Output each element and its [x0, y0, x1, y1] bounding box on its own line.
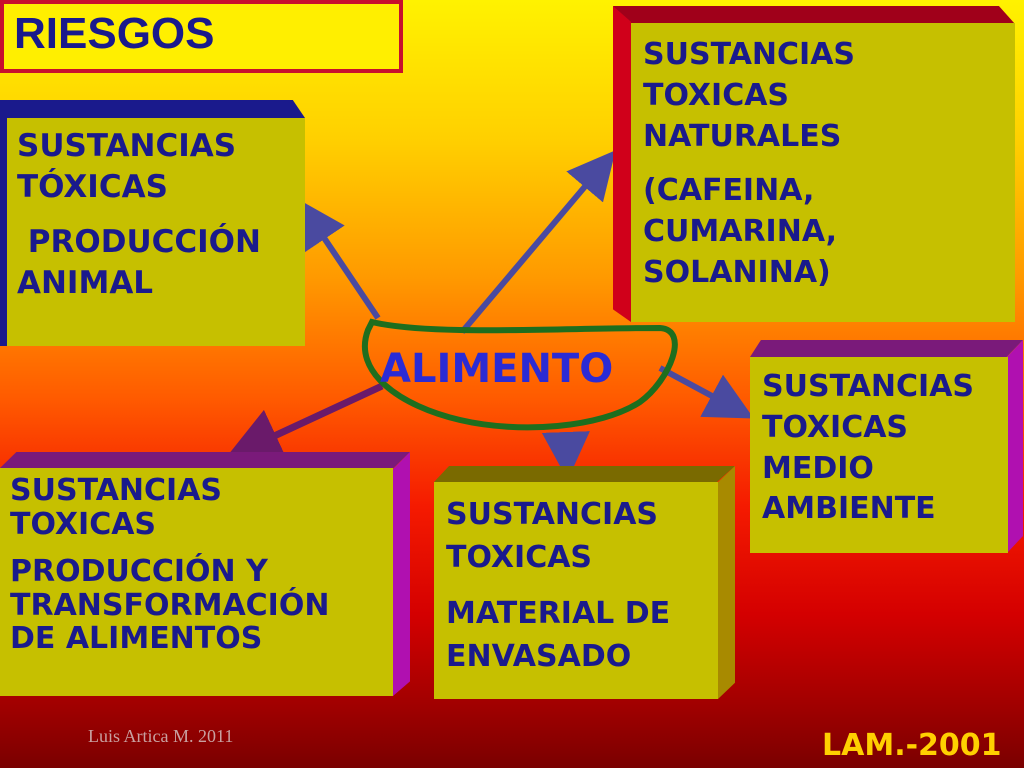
- box-face: SUSTANCIAS TOXICAS PRODUCCIÓN Y TRANSFOR…: [0, 468, 393, 696]
- box-text: ANIMAL: [17, 264, 154, 301]
- arrow-to-envasado: [541, 431, 590, 480]
- box-top-edge: [0, 100, 305, 118]
- footer-code: LAM.-2001: [822, 728, 1002, 763]
- box-text: TOXICAS: [446, 539, 593, 575]
- center-label-alimento: ALIMENTO: [380, 346, 614, 392]
- box-text: PRODUCCIÓN Y: [10, 554, 268, 590]
- box-side-edge: [393, 452, 410, 696]
- box-side-edge: [1007, 340, 1023, 553]
- box-text: AMBIENTE: [762, 491, 936, 527]
- box-face: SUSTANCIAS TOXICAS MEDIO AMBIENTE: [750, 357, 1008, 553]
- slide-title: RIESGOS: [14, 9, 215, 58]
- box-top-edge: [613, 6, 1015, 24]
- box-face: SUSTANCIAS TOXICAS MATERIAL DE ENVASADO: [434, 482, 718, 699]
- box-text: PRODUCCIÓN: [17, 223, 261, 260]
- box-text: TRANSFORMACIÓN: [10, 587, 330, 623]
- arrow-to-naturales: [459, 150, 616, 334]
- box-top-edge: [0, 452, 410, 468]
- box-text: MATERIAL DE: [446, 596, 671, 632]
- box-text: SUSTANCIAS: [17, 128, 237, 164]
- box-text: TOXICAS: [762, 409, 909, 445]
- box-face: SUSTANCIAS TOXICAS NATURALES (CAFEINA, C…: [631, 23, 1015, 322]
- box-naturales: SUSTANCIAS TOXICAS NATURALES (CAFEINA, C…: [613, 6, 1015, 322]
- box-side-edge: [0, 100, 8, 346]
- box-text: SOLANINA): [643, 254, 831, 290]
- box-side-edge: [718, 466, 735, 699]
- box-text: SUSTANCIAS: [762, 369, 975, 404]
- box-text: SUSTANCIAS: [446, 497, 659, 532]
- arrow-to-medio: [658, 365, 754, 419]
- box-envasado: SUSTANCIAS TOXICAS MATERIAL DE ENVASADO: [434, 466, 735, 699]
- footer-author: Luis Artica M. 2011: [88, 726, 234, 746]
- box-text: SUSTANCIAS: [643, 37, 856, 72]
- box-text: TOXICAS: [10, 506, 157, 542]
- box-medio-ambiente: SUSTANCIAS TOXICAS MEDIO AMBIENTE: [750, 340, 1023, 553]
- arrow-to-transformacion: [224, 382, 384, 461]
- box-side-edge: [613, 6, 631, 322]
- alimento-outline: [361, 318, 678, 431]
- box-text: CUMARINA,: [643, 214, 837, 250]
- box-text: SUSTANCIAS: [10, 473, 223, 508]
- box-transformacion: SUSTANCIAS TOXICAS PRODUCCIÓN Y TRANSFOR…: [0, 452, 410, 696]
- arrow-to-animal: [297, 199, 381, 320]
- box-text: TÓXICAS: [17, 168, 168, 205]
- title-box: RIESGOS: [0, 0, 403, 73]
- box-text: ENVASADO: [446, 638, 632, 674]
- box-text: (CAFEINA,: [643, 173, 815, 209]
- box-produccion-animal: SUSTANCIAS TÓXICAS PRODUCCIÓN ANIMAL: [0, 100, 305, 346]
- box-text: DE ALIMENTOS: [10, 621, 263, 657]
- box-text: NATURALES: [643, 118, 842, 154]
- box-top-edge: [434, 466, 735, 482]
- box-face: SUSTANCIAS TÓXICAS PRODUCCIÓN ANIMAL: [7, 118, 305, 346]
- box-top-edge: [750, 340, 1023, 357]
- box-text: MEDIO: [762, 450, 874, 486]
- box-text: TOXICAS: [643, 77, 790, 113]
